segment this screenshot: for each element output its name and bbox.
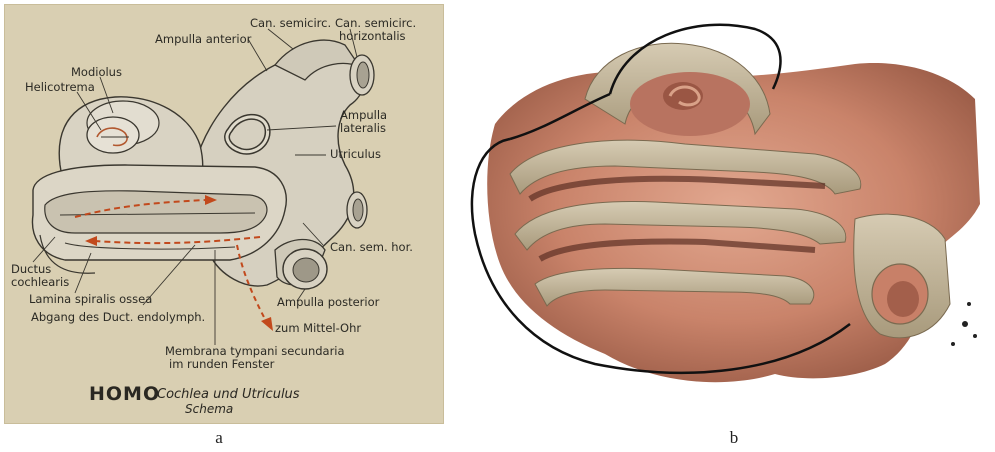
cochlea-3d-rendering [455, 4, 990, 424]
label-abgang: Abgang des Duct. endolymph. [31, 311, 205, 324]
label-modiolus: Modiolus [71, 66, 122, 79]
label-can-sem-hor: Can. sem. hor. [330, 241, 413, 254]
label-can-semicirc: Can. semicirc. [250, 17, 331, 30]
label-helicotrema: Helicotrema [25, 81, 95, 94]
title-homo: HOMO [89, 383, 160, 405]
panel-a-schematic: Can. semicirc. Ampulla anterior Can. sem… [4, 4, 444, 424]
label-lamina-spiralis-ossea: Lamina spiralis ossea [29, 293, 152, 306]
label-ductus-cochlearis-2: cochlearis [11, 276, 69, 289]
label-utriculus: Utriculus [330, 148, 381, 161]
label-membrana-2: im runden Fenster [169, 358, 274, 371]
helicotrema-opening [87, 117, 139, 153]
label-zum-mittel-ohr: zum Mittel-Ohr [275, 322, 361, 335]
label-ampulla-anterior: Ampulla anterior [155, 33, 251, 46]
label-ampulla-lateralis-2: lateralis [340, 122, 386, 135]
title-cochlea-utriculus: Cochlea und Utriculus [157, 387, 300, 402]
caption-b: b [714, 428, 754, 448]
label-can-semicirc-horizontalis-2: horizontalis [339, 30, 406, 43]
panel-b-3d-render [455, 4, 990, 424]
caption-a: a [199, 428, 239, 448]
label-ampulla-posterior: Ampulla posterior [277, 296, 379, 309]
title-schema: Schema [185, 402, 233, 416]
